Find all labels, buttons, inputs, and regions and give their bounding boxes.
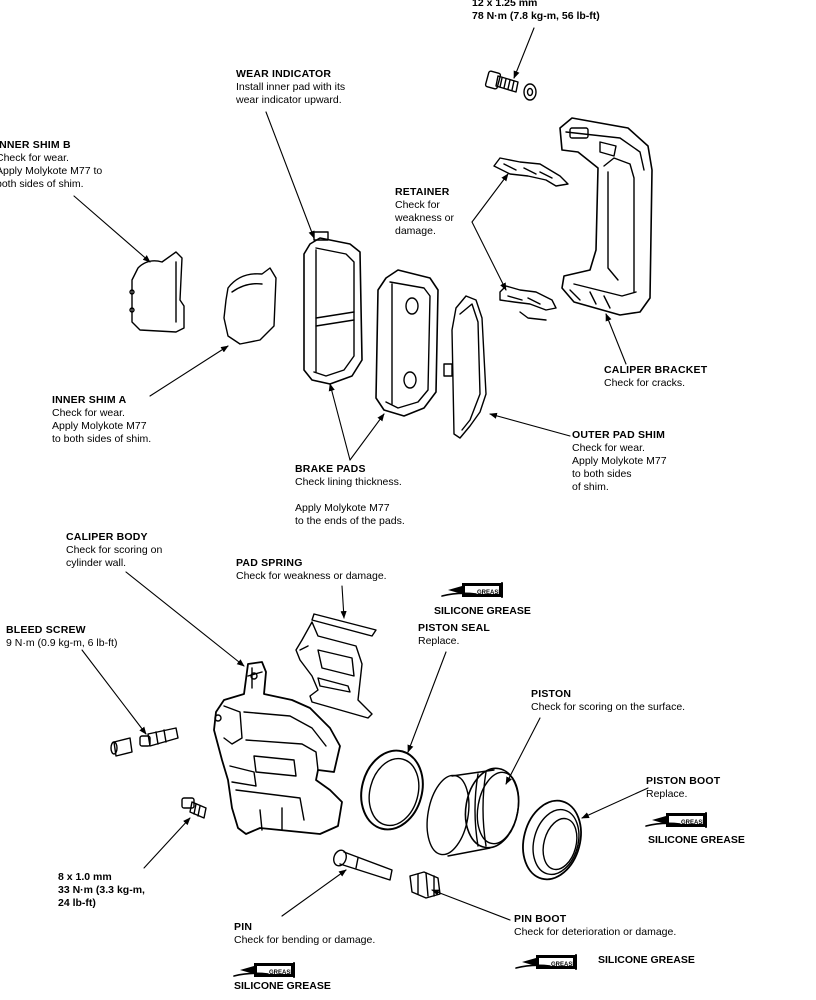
retainer <box>493 157 569 321</box>
leader-lines <box>73 27 649 921</box>
bleed-screw <box>110 727 179 757</box>
label-piston-seal: PISTON SEAL Replace. <box>418 622 491 647</box>
label-bracket-bolt-spec: 12 x 1.25 mm 78 N·m (7.8 kg-m, 56 lb-ft) <box>472 0 600 22</box>
silicone-grease-label: SILICONE GREASE <box>434 605 531 617</box>
label-retainer: RETAINER Check for weakness or damage. <box>395 186 454 237</box>
label-caliper-bolt-spec: 8 x 1.0 mm 33 N·m (3.3 kg-m, 24 lb-ft) <box>58 871 145 909</box>
caliper-body <box>213 661 343 835</box>
piston-seal <box>360 749 424 831</box>
outer-pad-shim <box>443 295 487 439</box>
pin-boot <box>409 871 441 899</box>
grease-tube-icon: GREASE <box>515 954 577 970</box>
svg-text:GREASE: GREASE <box>681 820 706 826</box>
piston <box>426 767 520 857</box>
caliper-bolt <box>181 797 207 819</box>
label-piston: PISTON Check for scoring on the surface. <box>531 688 686 713</box>
inner-brake-pad <box>303 231 363 385</box>
inner-shim-a <box>223 267 277 345</box>
grease-tube-icon: GREASE <box>233 962 295 978</box>
label-pad-spring: PAD SPRING Check for weakness or damage. <box>236 557 387 582</box>
grease-tube-icon: GREASE <box>441 582 503 598</box>
label-outer-pad-shim: OUTER PAD SHIM Check for wear. Apply Mol… <box>572 429 667 493</box>
silicone-grease-label: SILICONE GREASE <box>648 834 745 846</box>
svg-text:GREASE: GREASE <box>551 962 576 968</box>
label-caliper-body: CALIPER BODY Check for scoring on cylind… <box>66 531 163 569</box>
label-caliper-bracket: CALIPER BRACKET Check for cracks. <box>604 364 708 389</box>
pad-spring <box>295 613 377 719</box>
inner-shim-b <box>129 251 185 333</box>
caliper-bracket <box>559 117 653 316</box>
label-brake-pads: BRAKE PADS Check lining thickness. Apply… <box>295 463 405 527</box>
svg-text:GREASE: GREASE <box>269 970 294 976</box>
guide-pin <box>333 849 393 881</box>
piston-boot <box>522 799 582 881</box>
label-pin-boot: PIN BOOT Check for deterioration or dama… <box>514 913 677 938</box>
label-wear-indicator: WEAR INDICATOR Install inner pad with it… <box>236 68 346 106</box>
label-piston-boot: PISTON BOOT Replace. <box>646 775 721 800</box>
label-inner-shim-b: INNER SHIM B Check for wear. Apply Molyk… <box>0 139 103 190</box>
label-inner-shim-a: INNER SHIM A Check for wear. Apply Molyk… <box>52 394 152 445</box>
bracket-bolt <box>484 70 537 101</box>
silicone-grease-label: SILICONE GREASE <box>234 980 331 992</box>
grease-tube-icon: GREASE <box>645 812 707 828</box>
label-pin: PIN Check for bending or damage. <box>234 921 376 946</box>
svg-text:GREASE: GREASE <box>477 590 502 596</box>
outer-brake-pad <box>375 269 439 417</box>
label-bleed-screw: BLEED SCREW 9 N·m (0.9 kg-m, 6 lb-ft) <box>6 624 118 649</box>
silicone-grease-label: SILICONE GREASE <box>598 954 695 966</box>
